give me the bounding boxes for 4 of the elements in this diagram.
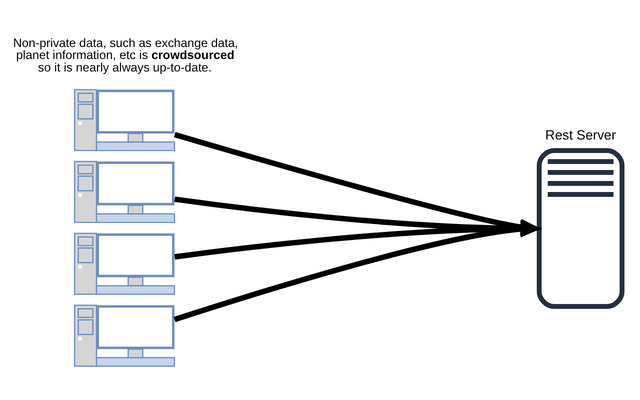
arrow: [174, 220, 542, 322]
arrow: [174, 220, 542, 260]
node-label: Rest Server: [545, 126, 616, 142]
label: Non-private data, such as exchange data, planet information, etc is crowdsourced so it is nearly always up-to-date.: [13, 36, 238, 74]
